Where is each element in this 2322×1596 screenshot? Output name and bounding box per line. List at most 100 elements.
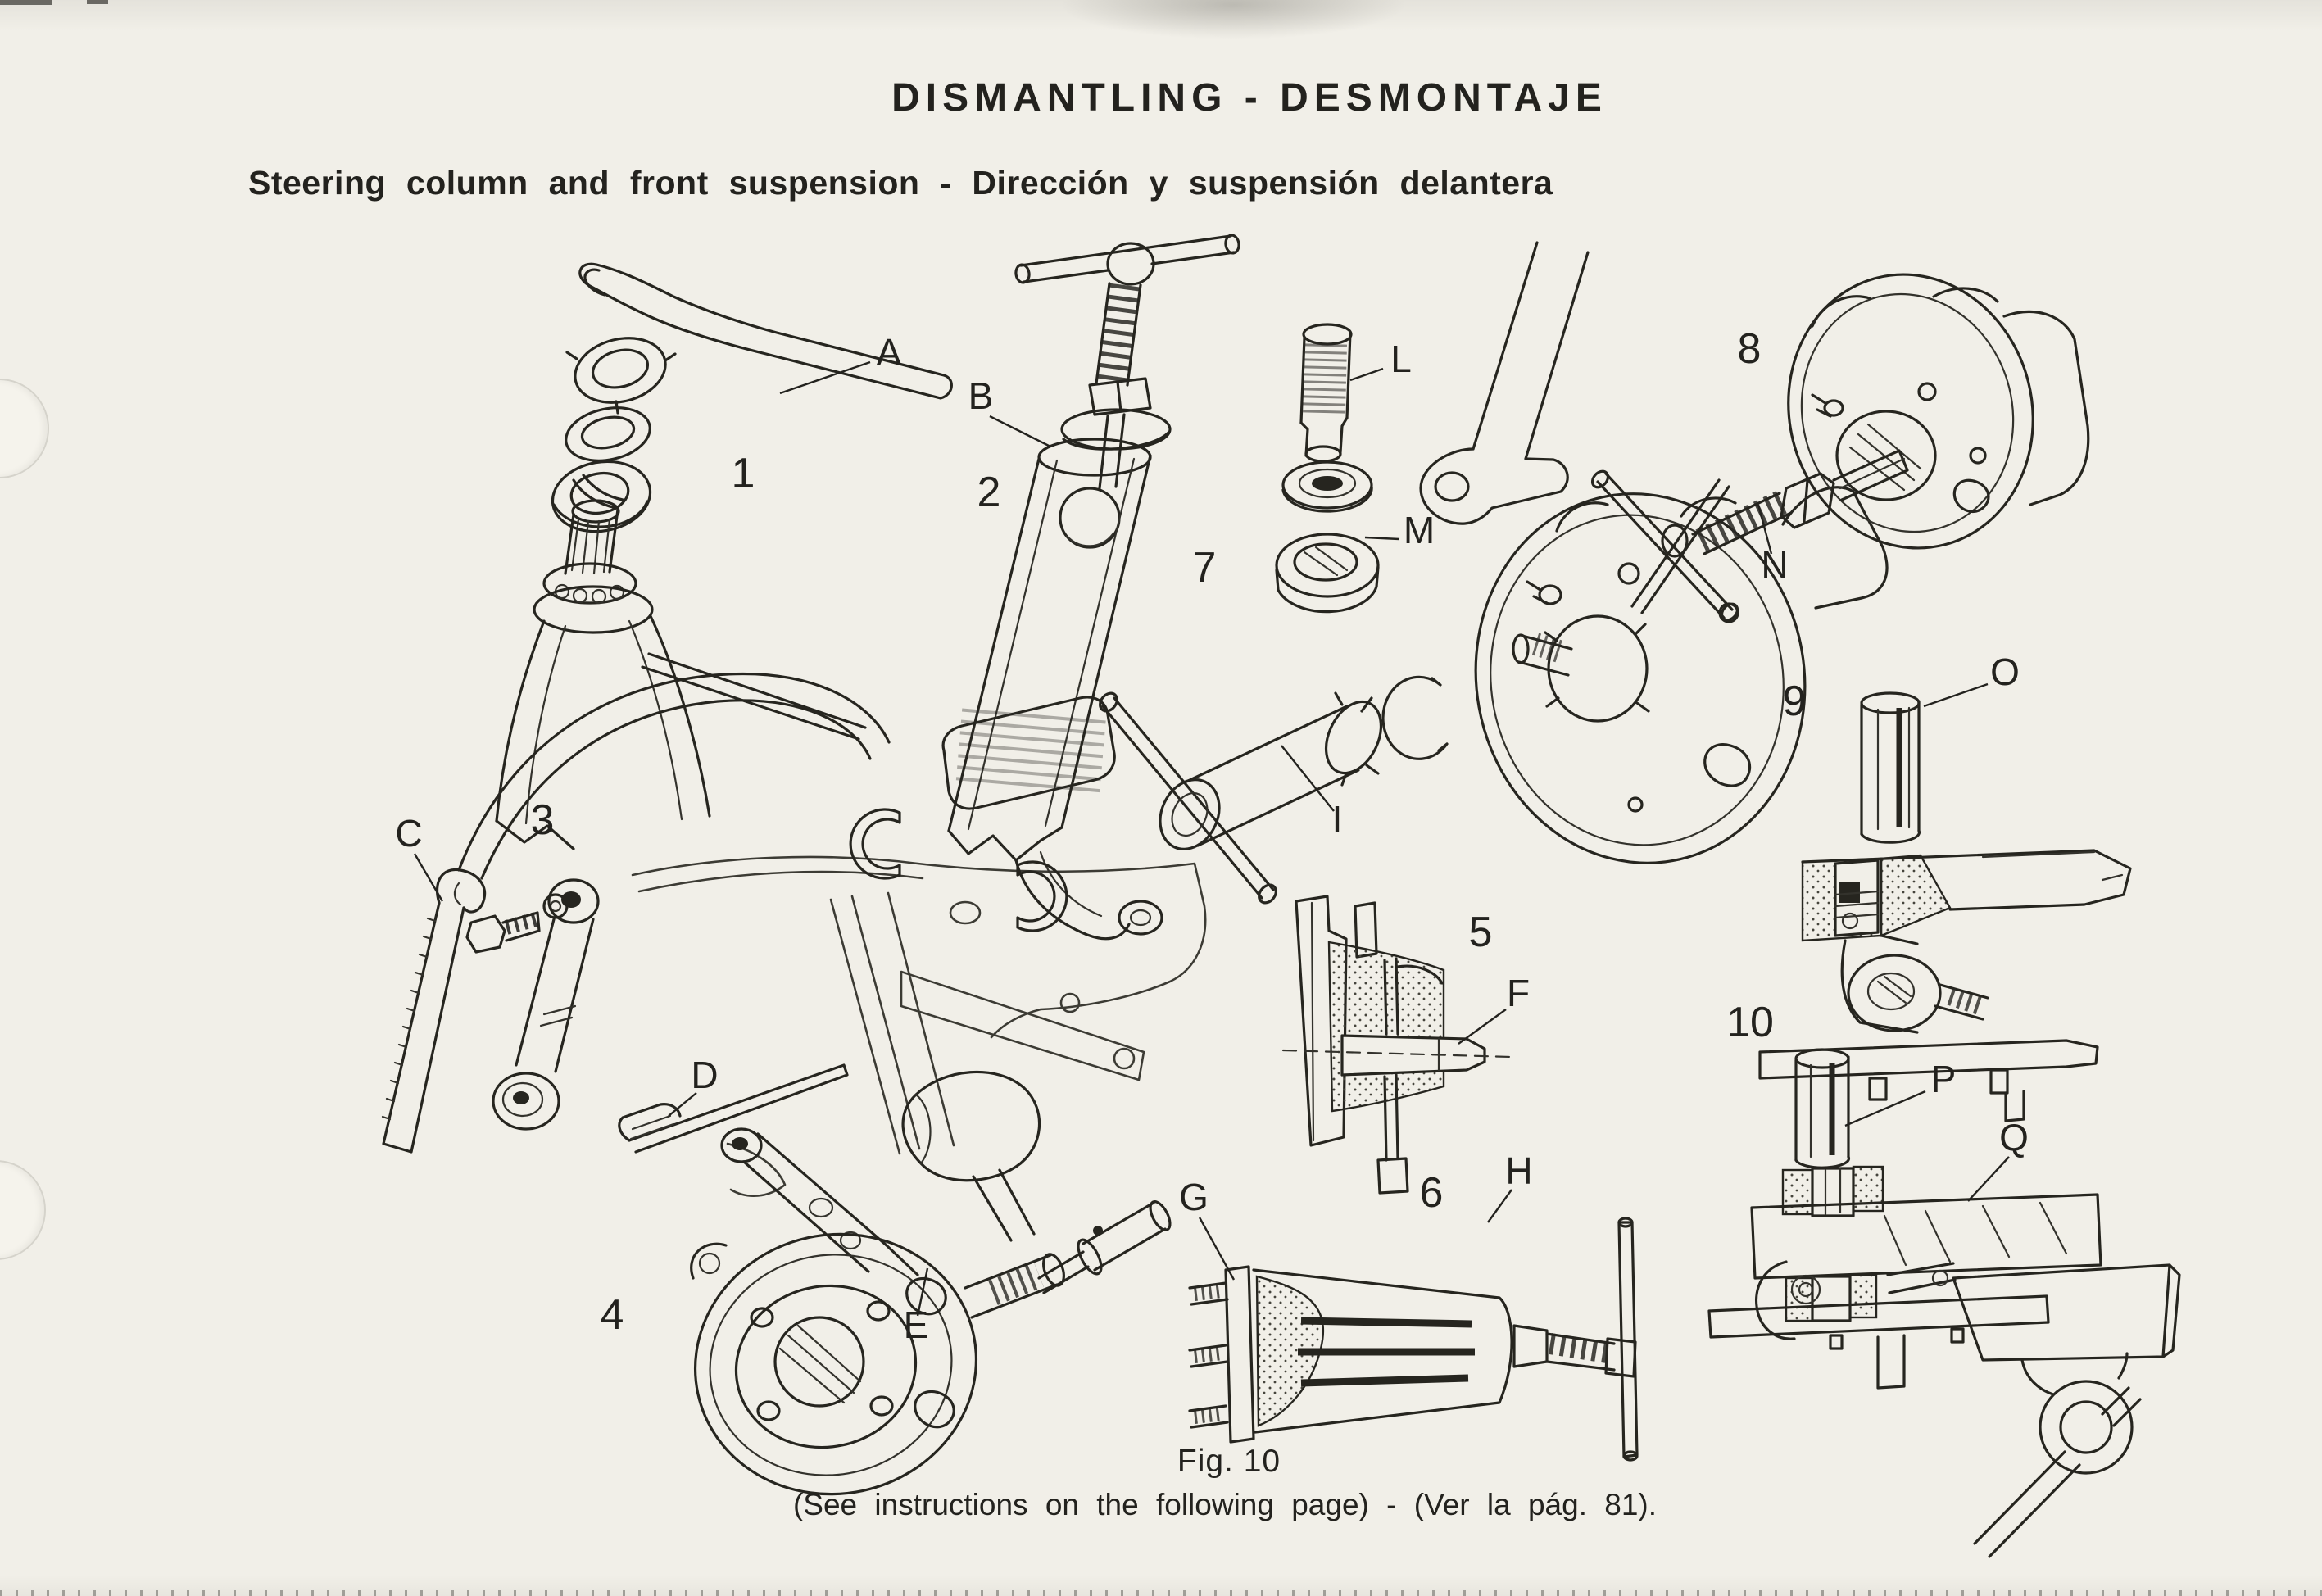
column-lower-clevis: [1014, 850, 1163, 941]
press-tool-group: [849, 234, 1240, 941]
sectioned-suspension-arm: [1801, 849, 2132, 945]
pinch-bolt: [465, 911, 541, 954]
callout-leader-H: [1487, 1189, 1512, 1223]
steering-column-top: [495, 499, 711, 850]
figure-number-9: 9: [1783, 678, 1807, 725]
callout-letter-I: I: [1332, 798, 1343, 841]
callout-leader-O: [1923, 682, 1989, 708]
extractor-bell: [1252, 1268, 1513, 1434]
callout-letter-L: L: [1390, 338, 1412, 380]
threaded-rod-and-tbar-h: [1512, 1217, 1639, 1462]
drift-rod-d: [618, 1063, 849, 1154]
callout-leader-A: [779, 360, 871, 395]
split-bush-half-left: [849, 808, 901, 880]
bush-press-group: [1707, 1048, 2181, 1558]
callout-letter-C: C: [395, 812, 422, 855]
callout-letter-N: N: [1761, 543, 1788, 586]
callout-leader-C: [413, 853, 444, 902]
lower-bushing-and-plate: [1707, 1260, 2050, 1390]
bearing-ring: [1281, 460, 1373, 513]
outer-tube: [947, 438, 1152, 862]
bearing-drift-group: [1758, 691, 2132, 1122]
wheel-hub-drum: [690, 1232, 978, 1496]
upright-plate: [1295, 895, 1348, 1147]
figure-number-2: 2: [977, 469, 1001, 516]
drift-cylinder-o: [1860, 691, 1921, 844]
figure-number-6: 6: [1420, 1169, 1444, 1217]
knurled-adjuster-l: [1299, 323, 1353, 463]
tommy-bar-cross: [1590, 469, 1739, 622]
callout-leader-N: [1757, 504, 1773, 555]
callout-leader-L: [1349, 367, 1384, 382]
hub-knuckle-group: [690, 1070, 1172, 1496]
castellated-ring-nut-upper: [565, 337, 677, 415]
figure-note: (See instructions on the following page)…: [792, 1488, 1658, 1521]
knuckle-boss: [1840, 939, 1989, 1034]
puller-screw-n: [1691, 449, 1909, 555]
base-plate: [1758, 1039, 2099, 1122]
drift-cylinder-p: [1794, 1048, 1851, 1169]
mallet: [901, 1070, 1041, 1242]
lever-arm: [1419, 241, 1590, 525]
split-bush-half-right: [1016, 860, 1068, 932]
callout-leader-D: [668, 1092, 697, 1117]
stud-flange-g: [1188, 1265, 1255, 1444]
figure-number-4: 4: [601, 1291, 624, 1339]
callout-letter-P: P: [1931, 1058, 1957, 1100]
callout-leader-G: [1198, 1217, 1236, 1281]
callout-letter-B: B: [968, 374, 994, 417]
flange-disc: [1787, 273, 2090, 550]
scan-bottom-speckle: [0, 1590, 2322, 1596]
figure-number-10: 10: [1726, 999, 1774, 1046]
drift-pin-e: [1037, 1200, 1172, 1294]
steering-wheel-rim: [457, 652, 891, 880]
hooked-lever-tool: [381, 868, 487, 1154]
column-ribbed-collar: [941, 696, 1116, 810]
hook-spanner-tool: [578, 262, 953, 400]
scan-edge-mark: [87, 0, 108, 4]
lever-and-link-group: [381, 868, 849, 1154]
figure-number-3: 3: [531, 796, 555, 844]
upper-bushing: [1781, 1165, 1884, 1217]
callout-leader-P: [1844, 1090, 1926, 1127]
steering-column-group: [457, 262, 953, 880]
callout-leader-F: [1458, 1009, 1507, 1045]
column-bearing-and-drum-group: [1099, 241, 1889, 905]
t-handle: [1014, 234, 1240, 286]
socket-wrench-i: [1099, 691, 1383, 905]
disc-plate: [1383, 957, 1399, 1162]
castellated-ring-nut-lower: [551, 460, 652, 533]
callout-leader-M: [1364, 536, 1400, 541]
figure-number-7: 7: [1193, 544, 1217, 592]
callout-letter-D: D: [691, 1054, 718, 1096]
callout-letter-F: F: [1507, 972, 1530, 1014]
callout-letter-E: E: [904, 1304, 929, 1346]
callout-letter-Q: Q: [1999, 1116, 2029, 1158]
callout-leader-I: [1281, 745, 1335, 812]
figure-caption: Fig. 10: [1177, 1444, 1281, 1479]
axle-spline-sleeve: [964, 1253, 1065, 1319]
callout-leader-B: [989, 415, 1051, 448]
hub-puller-group: [1590, 273, 2090, 622]
callout-leader-E: [916, 1267, 929, 1317]
callout-letter-M: M: [1404, 509, 1435, 551]
suspension-link: [492, 878, 600, 1131]
callout-letter-H: H: [1505, 1149, 1532, 1192]
figure-number-8: 8: [1738, 325, 1762, 373]
top-flange: [1060, 408, 1172, 451]
page-title: DISMANTLING - DESMONTAJE: [891, 76, 1608, 120]
car-frame-sketch: [631, 855, 1207, 1198]
support-beam-q: [1750, 1193, 2102, 1280]
circlip: [1381, 675, 1449, 760]
callout-letter-G: G: [1179, 1176, 1209, 1218]
vice-jaw-block: [1952, 1263, 2181, 1558]
thrust-washer: [565, 406, 651, 462]
hex-section: [1088, 377, 1152, 416]
callout-letter-O: O: [1990, 651, 2020, 693]
brake-drum-hub: [1474, 486, 1889, 864]
spacer-ring-m: [1275, 533, 1380, 614]
figure-number-5: 5: [1469, 909, 1493, 956]
bush-extractor-group: [1188, 1217, 1639, 1462]
